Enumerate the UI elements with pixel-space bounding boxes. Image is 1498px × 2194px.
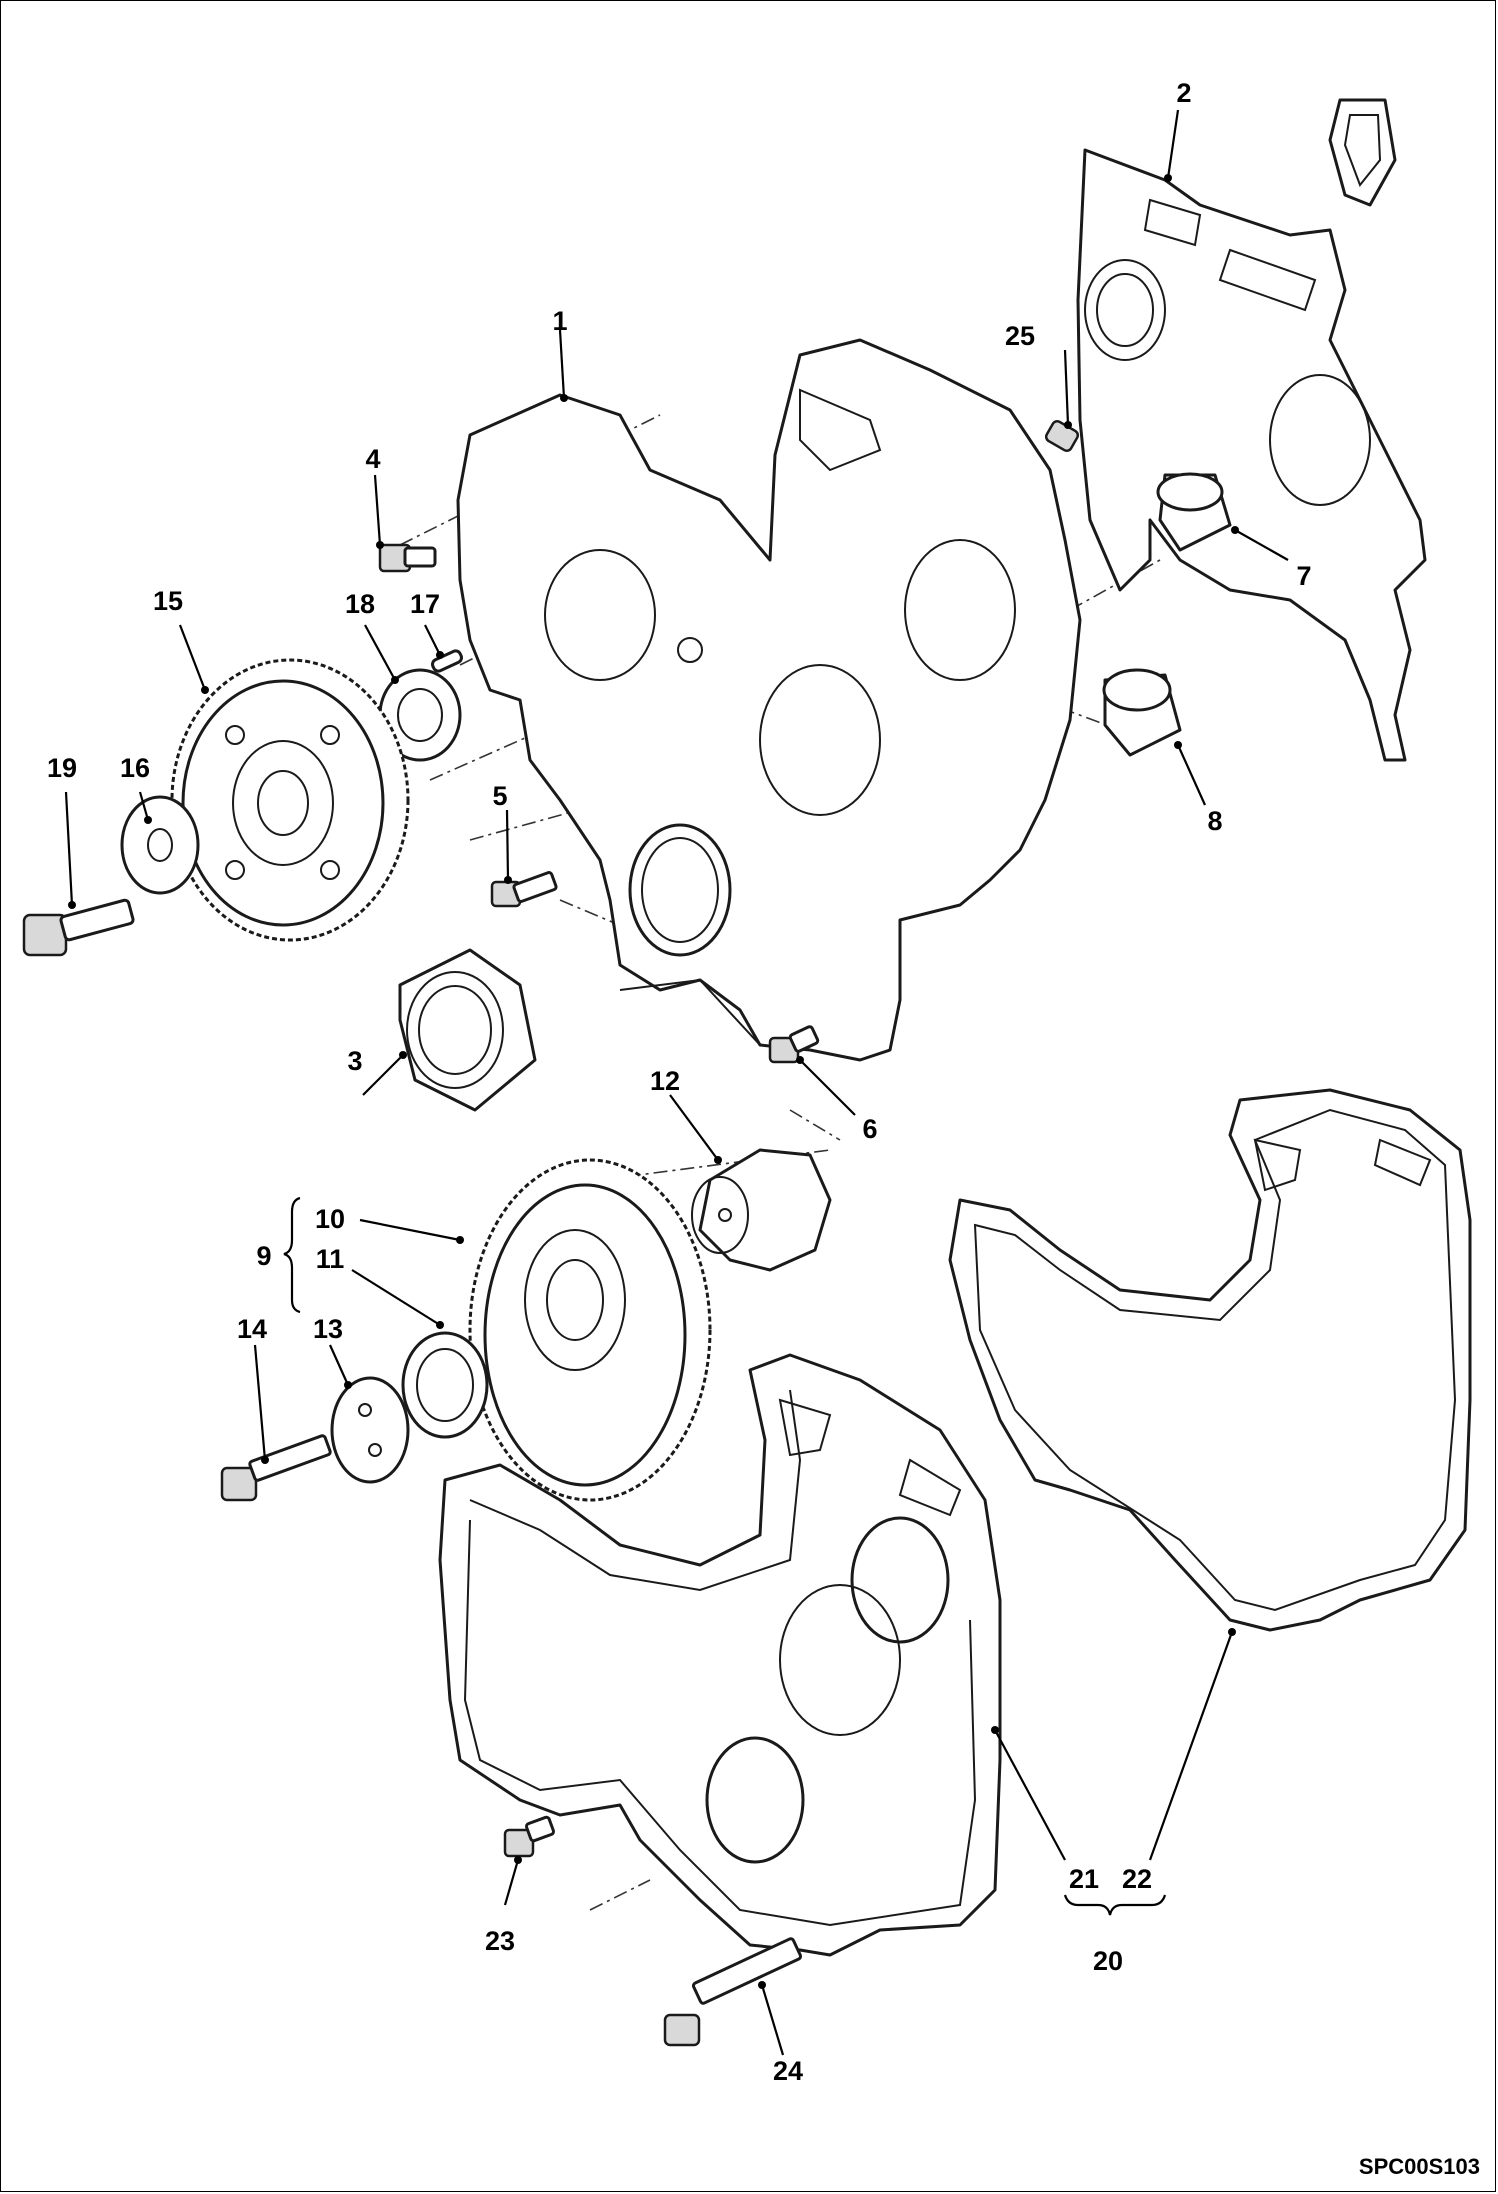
callouts: 1 2 3 4 5 6 7 8 9 10 11 12 13 14 15 16 1… (47, 78, 1312, 2086)
part-4-bolt (378, 543, 437, 573)
callout-7: 7 (1296, 561, 1311, 591)
callout-9: 9 (256, 1241, 271, 1271)
callout-2: 2 (1176, 78, 1191, 108)
callout-23: 23 (485, 1926, 515, 1956)
part-17-pin (431, 649, 463, 673)
part-23-bolt (503, 1815, 556, 1858)
part-19-bolt (22, 898, 135, 957)
part-1-timing-case (456, 338, 1082, 1062)
part-12-hub (691, 1148, 832, 1272)
leader-lines (64, 109, 1289, 2056)
part-8-cup (1102, 668, 1182, 757)
callout-21: 21 (1069, 1864, 1099, 1894)
callout-22: 22 (1122, 1864, 1152, 1894)
callout-5: 5 (492, 781, 507, 811)
part-5-bolt (490, 871, 558, 908)
part-24-bolt (663, 1937, 803, 2047)
part-7-cup (1156, 472, 1232, 552)
callout-20: 20 (1093, 1946, 1123, 1976)
callout-1: 1 (552, 306, 567, 336)
callout-3: 3 (347, 1046, 362, 1076)
part-15-idler-gear (170, 658, 410, 942)
callout-17: 17 (410, 589, 440, 619)
callout-16: 16 (120, 753, 150, 783)
part-11-bush (401, 1331, 489, 1439)
part-2-rear-gasket (1076, 98, 1427, 762)
callout-13: 13 (313, 1314, 343, 1344)
callout-6: 6 (862, 1114, 877, 1144)
part-6-bolt (768, 1025, 820, 1064)
callout-14: 14 (237, 1314, 267, 1344)
callout-24: 24 (773, 2056, 803, 2086)
part-14-bolt (220, 1434, 332, 1502)
callout-11: 11 (316, 1244, 345, 1274)
part-10-crank-gear (468, 1158, 712, 1502)
part-13-retaining-plate (330, 1376, 410, 1484)
part-22-front-gasket (948, 1088, 1472, 1632)
part-25-plug (1044, 420, 1080, 452)
callout-4: 4 (365, 444, 380, 474)
callout-25: 25 (1005, 321, 1035, 351)
part-16-washer (120, 795, 200, 895)
callout-12: 12 (650, 1066, 680, 1096)
part-21-front-cover (438, 1353, 1002, 1957)
part-3-oil-seal (398, 948, 537, 1112)
callout-15: 15 (153, 586, 183, 616)
callout-18: 18 (345, 589, 375, 619)
callout-10: 10 (315, 1204, 345, 1234)
callout-19: 19 (47, 753, 77, 783)
callout-8: 8 (1207, 806, 1222, 836)
part-18-thrust-washer (378, 668, 462, 762)
drawing-code: SPC00S103 (1358, 2154, 1480, 2179)
